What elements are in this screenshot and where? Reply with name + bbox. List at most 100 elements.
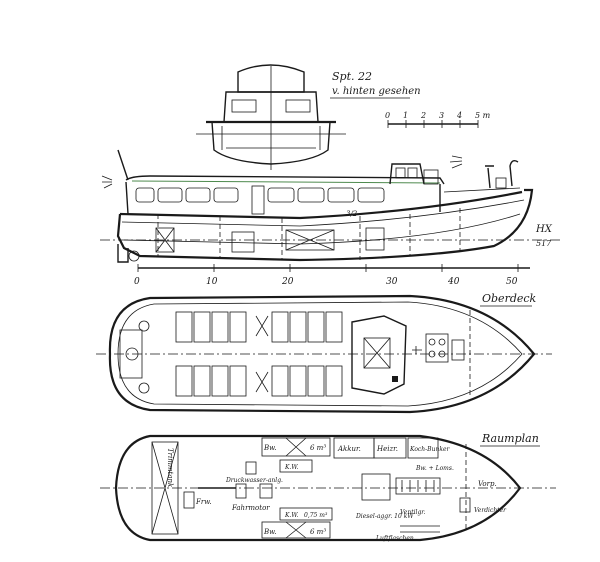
seat-rows-port [175, 311, 343, 343]
diesel-label: Diesel-aggr. 10 kW [355, 513, 414, 520]
section-subtitle: v. hinten gesehen [332, 86, 421, 97]
raumplan-hull-outline [114, 434, 522, 542]
stern-flagstaff [117, 149, 129, 181]
roof-highlight [131, 180, 441, 184]
bulwark-line [121, 199, 525, 227]
wheelhouse-plan [351, 315, 407, 395]
air-bottles [400, 525, 440, 533]
freshwater-tank [183, 491, 195, 509]
bow-jackstaff [509, 159, 519, 187]
main-deck-line [119, 190, 523, 220]
rudder [117, 244, 129, 263]
bw-top-label: Bw. [263, 444, 277, 452]
tank-bottom-label: 6 m³ [310, 528, 326, 536]
frame-label-10: 10 [206, 277, 218, 287]
tank-bottom [261, 521, 331, 539]
stern-winch [125, 347, 139, 361]
stern-light-rays [101, 175, 113, 189]
kw-note: 0,75 m³ [304, 512, 328, 519]
heizr-label: Heizr. [376, 445, 398, 453]
scale-bar: 0 1 2 3 4 5 m [385, 111, 491, 128]
foremast [485, 165, 494, 189]
section-title: Spt. 22 [332, 70, 372, 83]
side-windows [135, 185, 385, 215]
stern-hatch-2 [138, 382, 150, 394]
waterline-value: 517 [536, 239, 552, 248]
kw-bottom [279, 507, 333, 521]
raumplan: Raumplan Trimmtank Frw. Bw. 6 m³ Bw. 6 m… [100, 432, 556, 542]
bw-bottom-label: Bw. [263, 528, 277, 536]
section-view: Spt. 22 v. hinten gesehen [196, 64, 421, 170]
kw-top [279, 459, 313, 473]
verdichter-label: Verdichter [474, 507, 507, 514]
fahrmotor-label: Fahrmotor [231, 504, 270, 512]
propeller [128, 250, 140, 262]
frame-label-40: 40 [447, 277, 460, 287]
frame-label-0: 0 [134, 277, 140, 287]
drive-motor-2 [259, 483, 273, 499]
hull-outline [116, 188, 534, 262]
engine-box-3 [365, 227, 385, 251]
heating-room [373, 437, 407, 459]
trimmtank-label: Trimmtank [166, 448, 174, 487]
bow-light-rays [449, 155, 463, 169]
oberdeck-hull-outline [108, 294, 536, 414]
chart-table [451, 339, 465, 361]
hull-plating-line [123, 213, 521, 245]
bow-rail [443, 187, 521, 193]
helm-stand [392, 376, 398, 382]
pressure-water-unit [245, 461, 257, 475]
section-window-right [285, 99, 311, 113]
drive-motor [235, 483, 247, 499]
ventilator-label: Ventilgr. [400, 509, 425, 516]
frame-label-50: 50 [506, 277, 518, 287]
control-console [425, 333, 449, 363]
superstructure-body [125, 181, 441, 215]
wheelhouse-window-1 [395, 167, 406, 179]
section-window-left [231, 99, 257, 113]
diesel-generator [361, 473, 391, 501]
vorp-label: Vorp. [478, 480, 497, 488]
frw-label: Frw. [195, 498, 212, 506]
section-inner-frame [221, 126, 321, 150]
frame-label-20: 20 [281, 277, 294, 287]
oberdeck-title: Oberdeck [482, 292, 537, 305]
companionway [363, 337, 391, 369]
scale-tick-2: 2 [420, 111, 426, 120]
luftflaschen-label: Luftflaschen [375, 535, 414, 542]
scale-tick-4: 4 [456, 111, 462, 120]
scale-tick-0: 0 [385, 111, 390, 120]
exhaust-manifold [395, 477, 441, 495]
druckwasser-label: Druckwasser-anlg. [225, 477, 283, 484]
internal-bulkheads [157, 208, 461, 260]
trimmtank [151, 441, 179, 535]
koch-bunker-label: Koch-Bunker [409, 446, 451, 453]
oberdeck-plan: Oberdeck [96, 292, 552, 414]
kw-bottom-label: K.W. [284, 512, 299, 519]
seat-rows-starboard [175, 365, 343, 397]
section-roof [237, 64, 305, 93]
wheelhouse-window-2 [407, 167, 418, 179]
tank-top-label: 6 m³ [310, 444, 326, 452]
scale-tick-1: 1 [403, 111, 408, 120]
galley-bunker [407, 437, 439, 459]
wheelhouse [389, 163, 425, 185]
frame-label-30: 30 [386, 277, 398, 287]
detail-mark: 3/2 [346, 210, 358, 218]
scale-tick-5: 5 m [475, 111, 491, 120]
side-view: HX 517 3/2 0 10 20 30 40 50 [100, 149, 560, 287]
engine-box-1 [231, 231, 255, 253]
stern-cabin [119, 329, 143, 379]
waterline-label: HX [535, 224, 553, 235]
scale-tick-3: 3 [439, 111, 444, 120]
superstructure-roof [125, 175, 445, 185]
oberdeck-inner-outline [117, 301, 523, 407]
kw-top-label: K.W. [284, 464, 299, 471]
stern-hatch-1 [138, 320, 150, 332]
bw-loms-label: Bw. + Loms. [415, 465, 454, 472]
bow-winch [495, 177, 507, 189]
tank-top [261, 437, 331, 457]
compressor [459, 497, 471, 513]
funnel-box [423, 169, 439, 185]
